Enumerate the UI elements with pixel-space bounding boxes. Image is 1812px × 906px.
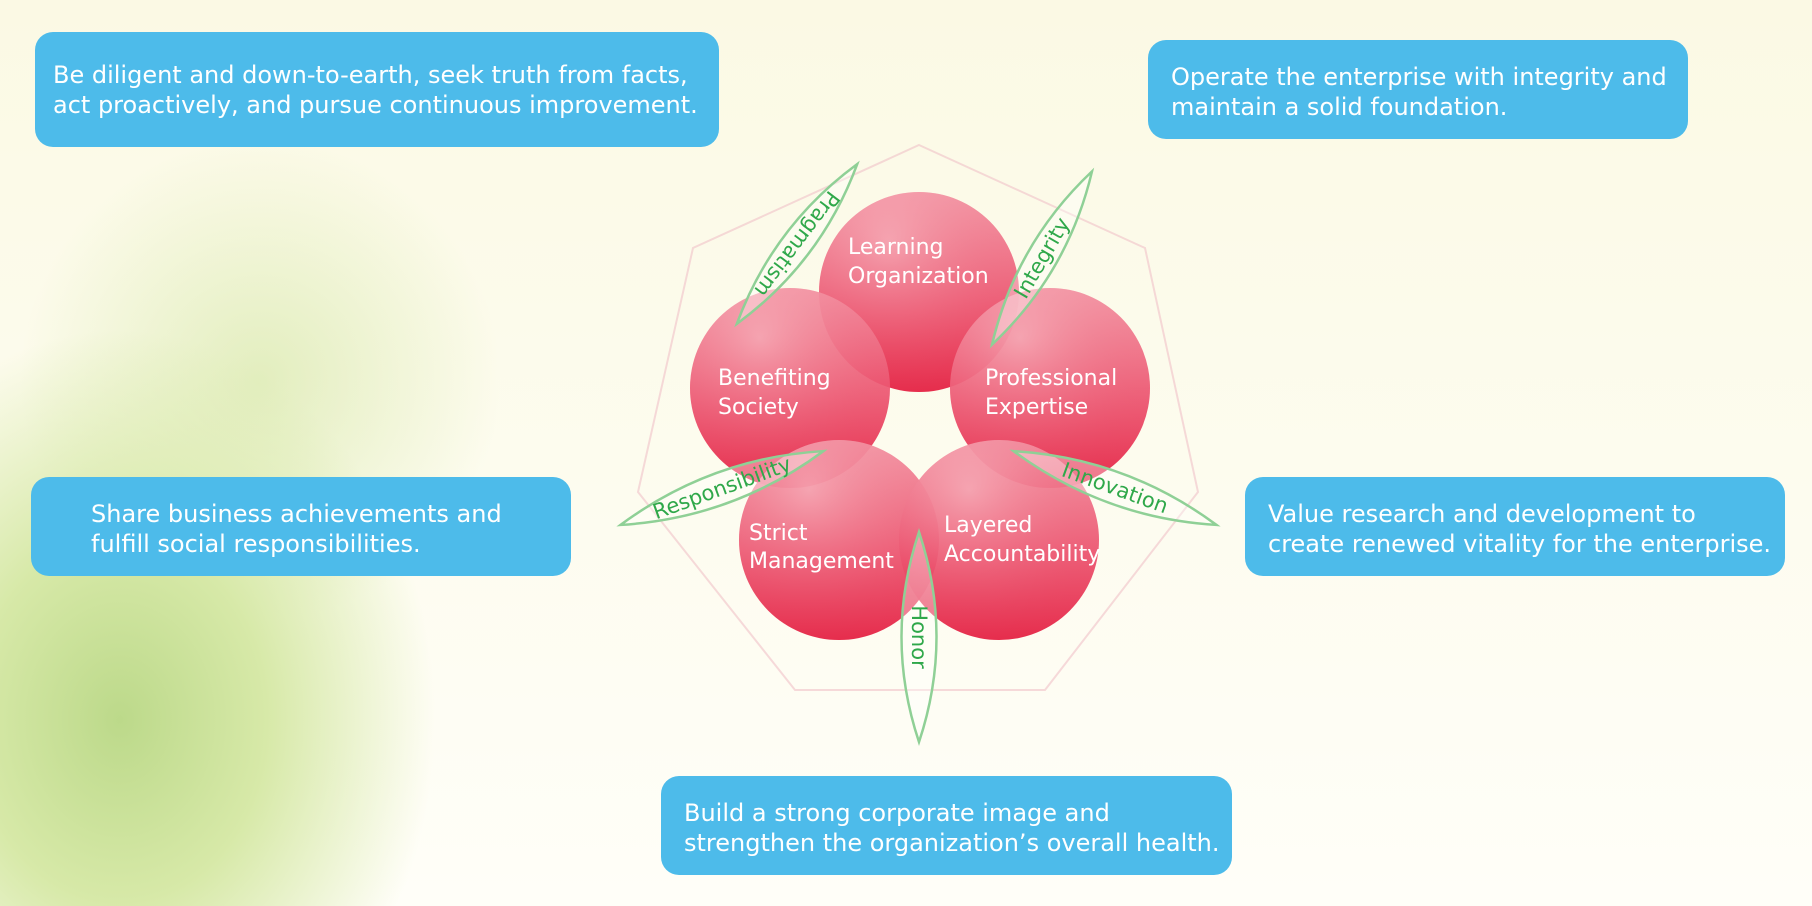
circle-layered [899, 440, 1099, 640]
card-honor-line-1: Build a strong corporate image and [684, 799, 1110, 827]
card-innovation: Value research and development to create… [1245, 477, 1785, 576]
circle-benefiting-label-1: Benefiting [718, 366, 831, 391]
card-responsibility-line-1: Share business achievements and [91, 500, 502, 528]
circle-layered-label-1: Layered [944, 513, 1032, 538]
card-innovation-line-1: Value research and development to [1268, 500, 1696, 528]
circle-learning-label-2: Organization [848, 264, 989, 289]
card-pragmatism-line-1: Be diligent and down-to-earth, seek trut… [53, 61, 688, 89]
circle-professional-label-2: Expertise [985, 395, 1088, 420]
circle-learning-label-1: Learning [848, 235, 944, 260]
circle-benefiting [690, 288, 890, 488]
card-innovation-line-2: create renewed vitality for the enterpri… [1268, 530, 1772, 558]
card-integrity-line-1: Operate the enterprise with integrity an… [1171, 63, 1667, 91]
card-pragmatism: Be diligent and down-to-earth, seek trut… [35, 32, 719, 147]
circle-layered-label-2: Accountability [944, 542, 1100, 567]
heptagon-outline [636, 143, 1200, 691]
circle-benefiting-label-2: Society [718, 395, 799, 420]
card-honor: Build a strong corporate image and stren… [661, 776, 1232, 875]
circle-strict [739, 440, 939, 640]
leaf-honor-label: Honor [907, 605, 931, 669]
card-pragmatism-line-2: act proactively, and pursue continuous i… [53, 91, 698, 119]
card-responsibility: Share business achievements and fulfill … [31, 477, 571, 576]
circle-professional-label-1: Professional [985, 366, 1117, 391]
card-integrity-line-2: maintain a solid foundation. [1171, 93, 1508, 121]
circle-strict-label-1: Strict [749, 521, 808, 546]
leaf-honor: Honor [900, 528, 938, 746]
card-honor-line-2: strengthen the organization’s overall he… [684, 829, 1220, 857]
circle-strict-label-2: Management [749, 549, 894, 574]
card-responsibility-line-2: fulfill social responsibilities. [91, 530, 421, 558]
card-integrity: Operate the enterprise with integrity an… [1148, 40, 1688, 139]
